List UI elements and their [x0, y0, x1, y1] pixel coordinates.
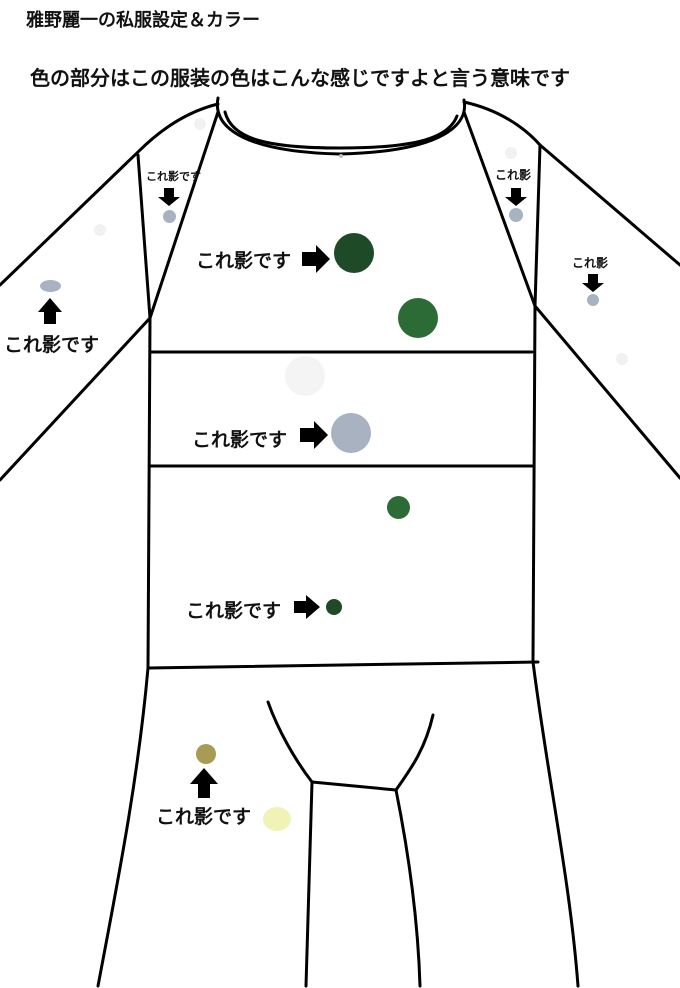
arrow-right-icon — [294, 595, 320, 619]
arrow-right-icon — [302, 245, 330, 273]
right-shoulder — [462, 100, 680, 267]
shadow-label: これ影です — [192, 429, 288, 451]
color-swatch-pale-yellow — [263, 807, 291, 831]
hem-line — [146, 660, 540, 670]
color-swatch-off-white — [285, 356, 325, 396]
right-leg-outer — [531, 660, 580, 988]
color-swatch-dark-green — [334, 233, 374, 273]
shadow-label: これ影です — [146, 170, 201, 183]
left-raglan-seam — [148, 110, 220, 320]
color-swatch-grey-blue — [587, 294, 599, 306]
color-swatch-grey-blue — [163, 210, 176, 223]
collar-inner — [223, 110, 459, 150]
shadow-label: これ影です — [186, 600, 282, 622]
shadow-label: これ影 — [495, 168, 532, 182]
color-swatch-olive — [196, 744, 216, 764]
shadow-label: これ影です — [156, 806, 252, 828]
color-swatch-grey-blue — [509, 208, 523, 222]
color-swatch-grey-blue — [40, 280, 61, 292]
left-underarm — [0, 153, 152, 482]
page-title: 雅野麗一の私服設定＆カラー — [26, 10, 260, 31]
arrow-down-icon — [582, 274, 604, 292]
arrow-right-icon — [300, 421, 328, 449]
color-swatch-grey-blue — [331, 413, 371, 453]
collar-outer — [215, 96, 467, 156]
arrow-down-icon — [158, 188, 180, 206]
arrow-down-icon — [505, 188, 527, 206]
right-torso-side — [531, 304, 537, 662]
arrow-up-icon — [38, 298, 62, 324]
shadow-label: これ影です — [4, 334, 100, 356]
shadow-label: これ影です — [196, 250, 292, 272]
color-swatch-green — [387, 496, 410, 519]
page-subtitle: 色の部分はこの服装の色はこんな感じですよと言う意味です — [30, 66, 570, 90]
collar-button — [339, 154, 343, 158]
shadow-label: これ影 — [572, 256, 609, 270]
arrow-up-icon — [190, 768, 218, 798]
crotch-bridge — [310, 780, 398, 792]
crotch-left — [266, 700, 314, 988]
color-swatch-dark-green — [326, 599, 342, 615]
color-swatch-off-white — [505, 147, 517, 159]
color-swatch-off-white — [94, 224, 106, 236]
right-underarm — [533, 143, 680, 480]
color-swatch-off-white — [194, 118, 206, 130]
color-swatch-off-white — [616, 353, 628, 365]
right-raglan-seam — [462, 110, 537, 308]
left-shoulder — [0, 102, 220, 287]
crotch-right — [394, 713, 435, 988]
left-leg-outer — [96, 666, 150, 988]
color-swatch-green — [398, 298, 438, 338]
left-torso-side — [146, 316, 152, 670]
